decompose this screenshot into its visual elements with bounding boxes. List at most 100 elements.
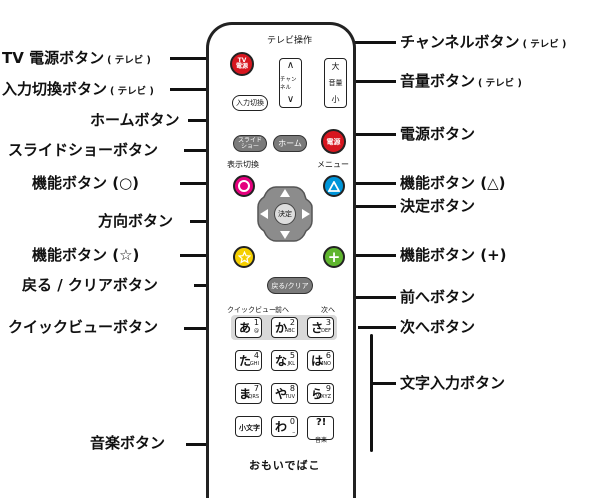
label-slideshow: スライドショーボタン — [8, 141, 159, 159]
enter-button[interactable]: 決定 — [274, 203, 296, 225]
input-switch-button[interactable]: 入力切換 — [232, 95, 268, 111]
leader-text-input — [372, 382, 396, 385]
leader-func-triangle — [340, 182, 396, 185]
power-button[interactable]: 電源 — [321, 129, 346, 154]
right-arrow-icon[interactable] — [302, 209, 310, 219]
func-triangle-button[interactable] — [323, 175, 345, 197]
key-main-char: た — [239, 354, 252, 368]
label-input-switch-note: ( テレビ ) — [110, 86, 154, 97]
star-icon — [237, 250, 251, 264]
display-switch-label: 表示切換 — [227, 160, 259, 169]
channel-up-icon[interactable]: ∧ — [286, 60, 295, 71]
key-main-char: か — [275, 321, 288, 335]
remote-body: テレビ操作 TV 電源 ∧ チャンネル ∨ 大 音量 小 入力切換 スライド シ… — [206, 22, 356, 498]
key-letters: WXYZ — [316, 394, 331, 400]
label-func-triangle: 機能ボタン (△) — [400, 174, 506, 192]
key-number: 1 — [253, 318, 259, 327]
input-switch-label: 入力切換 — [236, 99, 264, 107]
label-text-input: 文字入力ボタン — [400, 374, 506, 392]
key-letters: @ — [254, 328, 259, 334]
key-small-char[interactable]: 小文字 — [235, 416, 262, 437]
label-enter: 決定ボタン — [400, 197, 476, 215]
leader-volume — [346, 80, 396, 83]
key-number: 2 — [289, 318, 295, 327]
key-letters: PQRS — [245, 394, 259, 400]
key-main-char: あ — [239, 321, 252, 335]
plus-icon: + — [327, 247, 341, 266]
triangle-icon — [328, 180, 340, 192]
key-sub-char: 1@ — [254, 319, 259, 335]
label-tv-power: TV 電源ボタン( テレビ ) — [2, 49, 151, 70]
key-letters: TUV — [284, 394, 295, 400]
up-arrow-icon[interactable] — [280, 189, 290, 197]
key-main-char: ?! — [316, 417, 327, 428]
key-letters: GHI — [249, 361, 259, 367]
key-number: 8 — [289, 384, 295, 393]
key-main-char: ま — [239, 387, 252, 401]
label-input-switch: 入力切換ボタン( テレビ ) — [2, 80, 154, 101]
tv-power-button[interactable]: TV 電源 — [230, 52, 254, 76]
key-letters: ABC — [284, 328, 295, 334]
func-star-button[interactable] — [233, 246, 255, 268]
left-arrow-icon[interactable] — [260, 209, 268, 219]
volume-down-label[interactable]: 小 — [331, 95, 340, 104]
key-main-char: な — [275, 354, 288, 368]
func-circle-button[interactable] — [233, 175, 255, 197]
slideshow-button[interactable]: スライド ショー — [233, 135, 267, 152]
label-back-clear: 戻る / クリアボタン — [22, 276, 158, 294]
key-main-char: さ — [311, 321, 324, 335]
key-letters: DEF — [321, 328, 331, 334]
tv-power-line1: TV — [237, 57, 247, 64]
key-letters: JKL — [287, 361, 295, 367]
key-letters: 音楽 — [314, 437, 327, 444]
key-main-char: ら — [311, 387, 324, 401]
volume-rocker[interactable]: 大 音量 小 — [324, 58, 347, 108]
leader-next — [358, 326, 396, 329]
key-letters: MNO — [319, 361, 331, 367]
label-channel: チャンネルボタン( テレビ ) — [400, 33, 566, 54]
key-letters: _ — [292, 427, 296, 433]
leader-enter — [316, 205, 396, 208]
circle-icon — [238, 180, 250, 192]
key-music[interactable]: ?! 音楽 — [307, 416, 334, 444]
key-main-char: や — [275, 387, 288, 401]
func-plus-button[interactable]: + — [323, 246, 345, 268]
leader-tv-power — [170, 57, 230, 60]
down-arrow-icon[interactable] — [280, 231, 290, 239]
label-tv-power-text: TV 電源ボタン — [2, 49, 105, 67]
quick-view-label: クイックビュー — [227, 306, 276, 314]
label-music: 音楽ボタン — [90, 434, 166, 452]
prev-label: 前へ — [275, 306, 289, 314]
slideshow-line2: ショー — [240, 142, 259, 150]
label-func-plus: 機能ボタン (+) — [400, 246, 507, 264]
volume-up-label[interactable]: 大 — [331, 62, 340, 71]
channel-down-icon[interactable]: ∨ — [286, 94, 295, 105]
slideshow-line1: スライド — [237, 136, 262, 144]
label-next: 次へボタン — [400, 318, 476, 336]
direction-pad[interactable]: 決定 — [256, 185, 314, 243]
volume-label: 音量 — [328, 79, 343, 87]
leader-func-plus — [346, 254, 396, 257]
key-main-char: 小文字 — [239, 424, 260, 432]
power-label: 電源 — [326, 137, 341, 146]
next-label: 次へ — [321, 306, 335, 314]
leader-input-switch — [170, 88, 220, 91]
back-clear-button[interactable]: 戻る/クリア — [267, 277, 313, 294]
key-number: 0 — [289, 417, 295, 426]
home-button[interactable]: ホーム — [273, 135, 307, 152]
channel-rocker[interactable]: ∧ チャンネル ∨ — [279, 58, 302, 108]
